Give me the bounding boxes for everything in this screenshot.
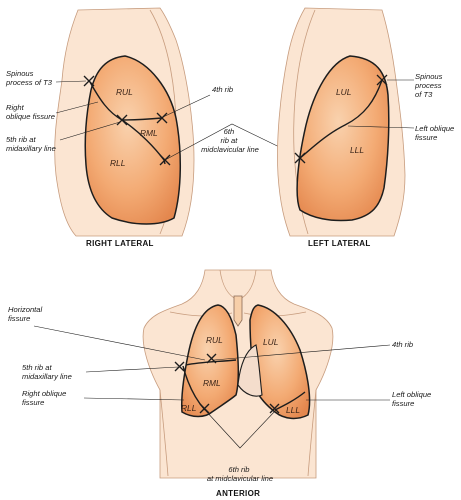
trachea xyxy=(233,295,243,327)
anterior-left-lung xyxy=(249,304,311,420)
label-fourth-rib: 4th rib xyxy=(212,85,233,94)
x-marker xyxy=(199,403,210,414)
leader-line xyxy=(83,397,185,401)
left-lateral-arm-line xyxy=(293,9,316,235)
view-title-anterior: ANTERIOR xyxy=(216,489,260,498)
leader-line xyxy=(55,101,99,114)
leader-line xyxy=(85,366,179,373)
anterior-view: RUL RML RLL LUL LLL Horizontal fissure 5… xyxy=(8,269,433,498)
label-fifth-rib: 5th rib at midaxillary line xyxy=(22,363,72,381)
leader-line xyxy=(33,325,206,361)
anterior-arm-line-left xyxy=(307,389,317,477)
lobe-lul: LUL xyxy=(263,337,279,347)
x-marker xyxy=(156,112,168,124)
label-right-oblique-fissure: Right oblique fissure xyxy=(6,103,55,121)
leader-line xyxy=(162,94,211,118)
anterior-left-oblique-fissure xyxy=(274,391,306,411)
x-marker xyxy=(269,403,280,414)
lobe-rll: RLL xyxy=(181,403,197,413)
left-lateral-view: LUL LLL Spinous process of T3 Left obliq… xyxy=(277,7,456,248)
lobe-lul: LUL xyxy=(336,87,352,97)
lobe-rll: RLL xyxy=(110,158,126,168)
lobe-lll: LLL xyxy=(350,145,364,155)
lobe-rml: RML xyxy=(140,128,158,138)
lobe-rul: RUL xyxy=(116,87,133,97)
label-sixth-rib: 6th rib at midclavicular line xyxy=(201,127,259,154)
x-marker xyxy=(116,114,128,126)
x-marker xyxy=(174,361,185,372)
anterior-arm-line-right xyxy=(159,389,169,477)
lobe-rul: RUL xyxy=(206,335,223,345)
view-title-right-lateral: RIGHT LATERAL xyxy=(86,239,154,248)
leader-line xyxy=(213,344,391,361)
label-sixth-rib: 6th rib at midclavicular line xyxy=(207,465,273,483)
x-marker xyxy=(83,75,95,87)
leader-line xyxy=(347,125,415,129)
label-left-oblique-fissure: Left oblique fissure xyxy=(415,124,456,142)
x-marker xyxy=(376,74,388,86)
right-lateral-horizontal-fissure xyxy=(121,117,163,121)
label-fourth-rib: 4th rib xyxy=(392,340,413,349)
x-marker xyxy=(294,152,306,164)
label-left-oblique-fissure: Left oblique fissure xyxy=(392,390,433,408)
lobe-lll: LLL xyxy=(286,405,300,415)
label-horizontal-fissure: Horizontal fissure xyxy=(8,305,44,323)
label-fifth-rib: 5th rib at midaxillary line xyxy=(6,135,56,153)
right-lateral-view: RUL RML RLL Spinous process of T3 Right … xyxy=(5,7,233,248)
heart-notch xyxy=(237,344,263,397)
left-lateral-lung xyxy=(296,55,390,222)
right-lateral-lung xyxy=(84,55,182,225)
x-marker xyxy=(206,353,217,364)
leader-line xyxy=(55,80,87,83)
label-spinous-process-t3: Spinous process of T3 xyxy=(5,69,53,87)
leader-line xyxy=(204,409,277,449)
label-spinous-process-t3: Spinous process of T3 xyxy=(414,72,445,99)
leader-line xyxy=(59,121,121,141)
label-right-oblique-fissure: Right oblique fissure xyxy=(22,389,68,407)
lobe-rml: RML xyxy=(203,378,221,388)
view-title-left-lateral: LEFT LATERAL xyxy=(308,239,371,248)
left-lateral-oblique-fissure xyxy=(299,79,383,159)
